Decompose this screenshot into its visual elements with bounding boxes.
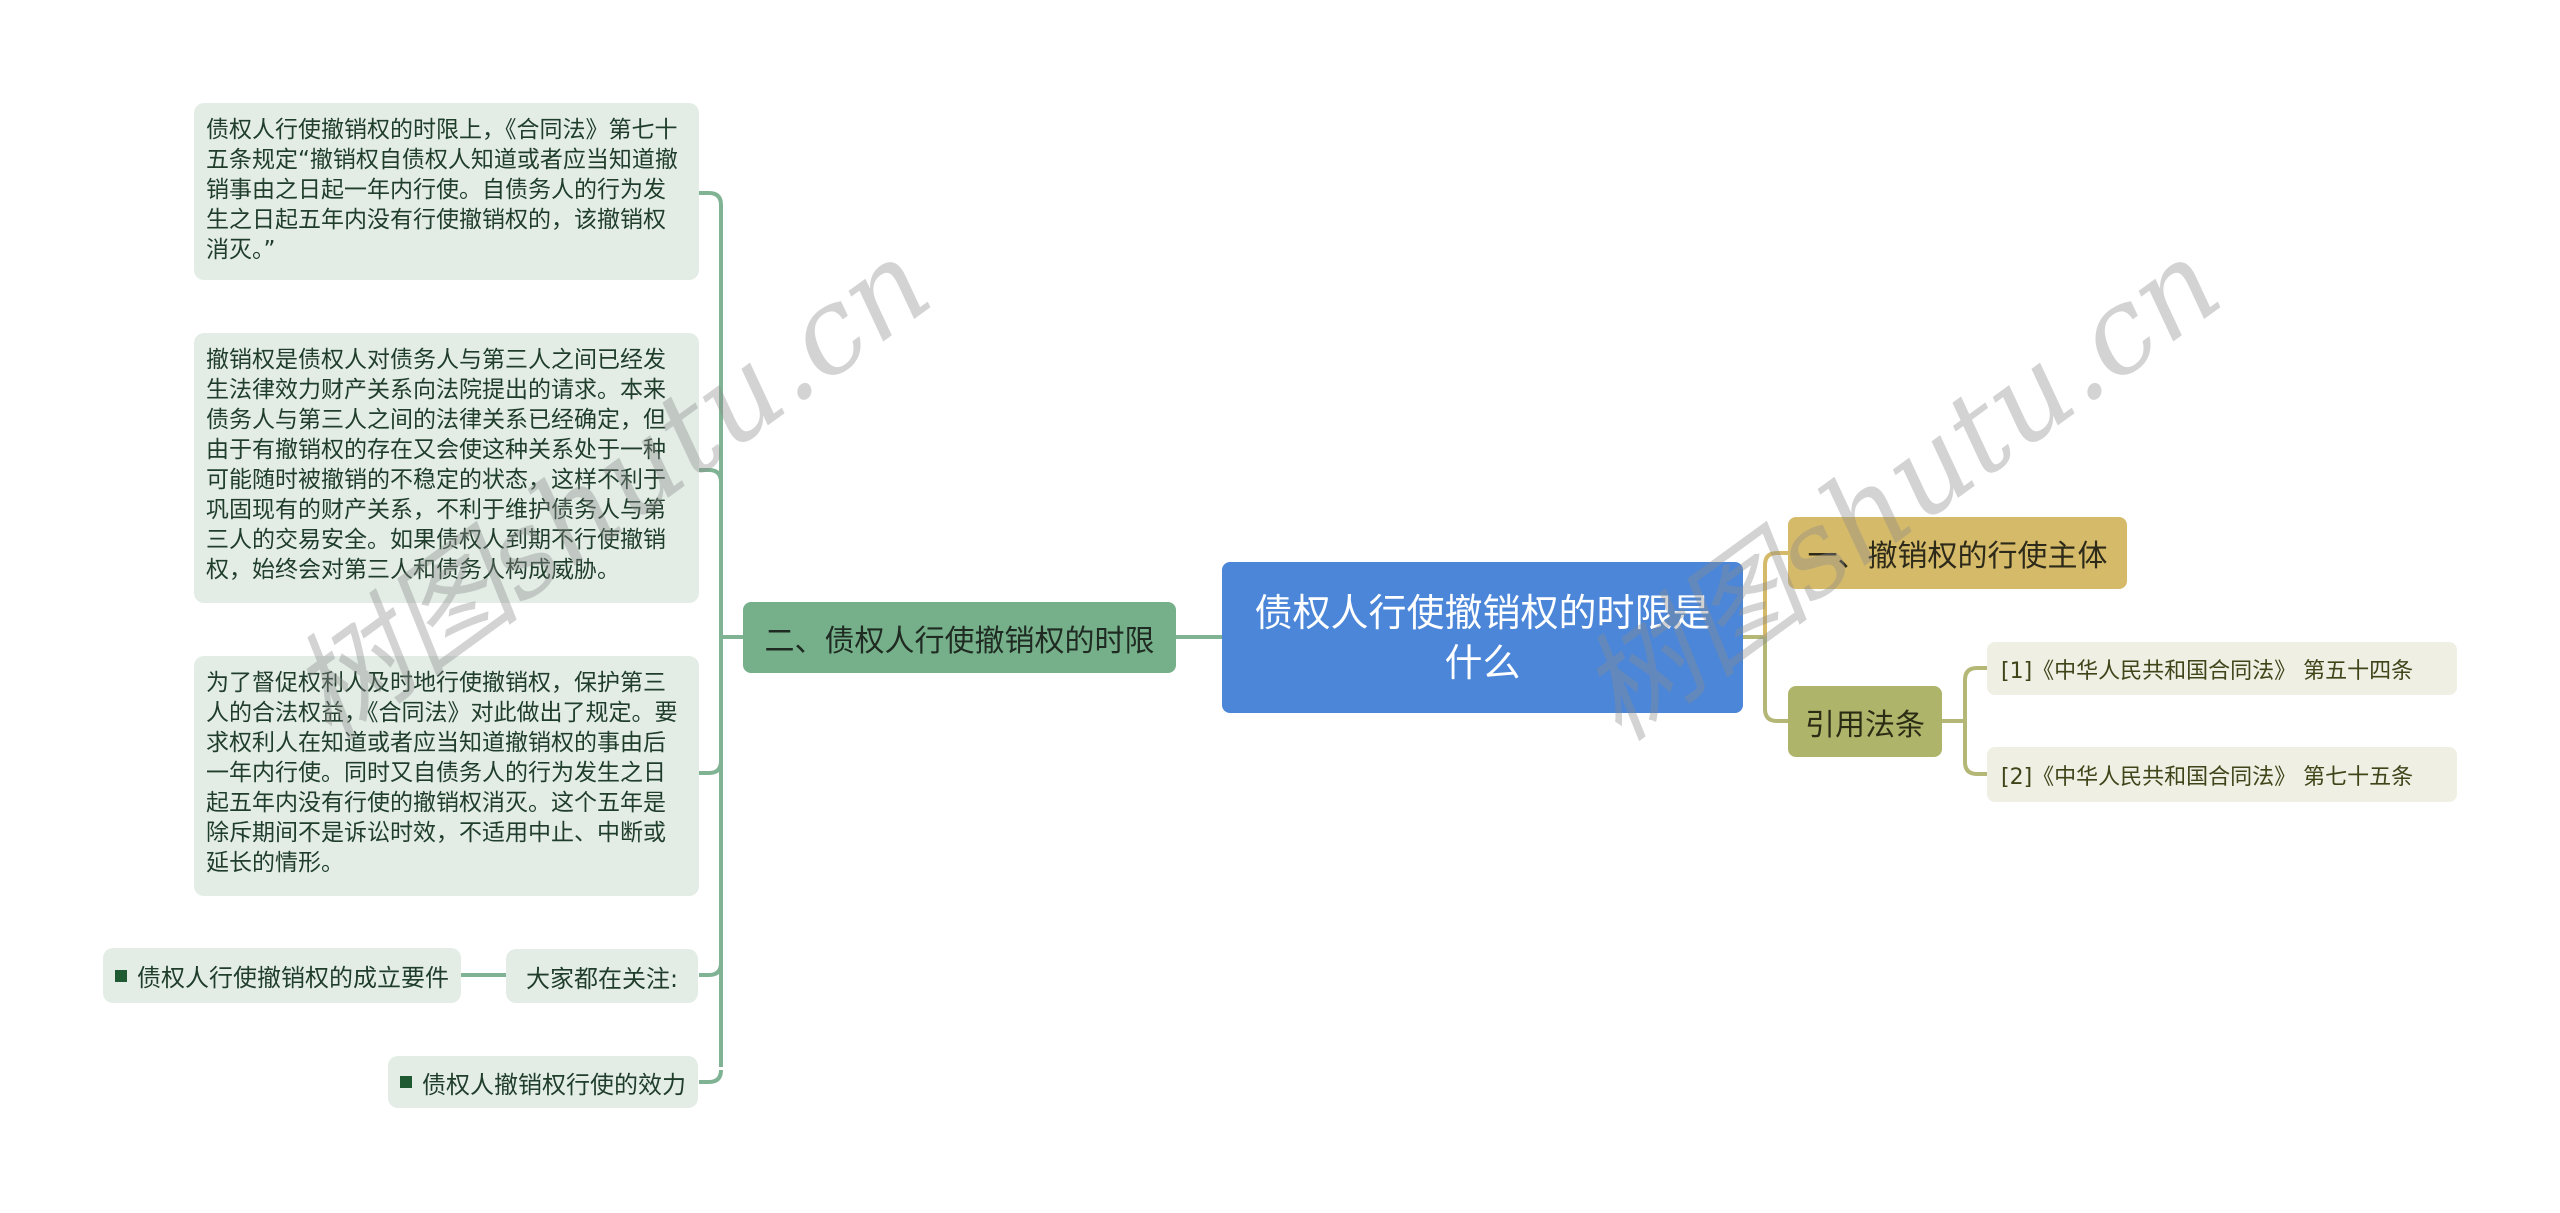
left-leaf-1[interactable]: 债权人行使撤销权的时限上，《合同法》第七十五条规定“撤销权自债权人知道或者应当知…	[194, 103, 699, 280]
left-leaf-1-text: 债权人行使撤销权的时限上，《合同法》第七十五条规定“撤销权自债权人知道或者应当知…	[206, 117, 678, 263]
related-link-text: 债权人行使撤销权的成立要件	[137, 964, 449, 992]
citation-item-2-text: [2]《中华人民共和国合同法》 第七十五条	[2001, 764, 2414, 790]
citations-branch-label: 引用法条	[1805, 707, 1925, 743]
left-leaf-3-text: 为了督促权利人及时地行使撤销权，保护第三人的合法权益，《合同法》对此做出了规定。…	[206, 670, 678, 876]
bullet-square-icon	[400, 1076, 412, 1088]
related-link-effect[interactable]: 债权人撤销权行使的效力	[388, 1056, 698, 1108]
citations-branch-node[interactable]: 引用法条	[1788, 686, 1942, 757]
citation-item-1[interactable]: [1]《中华人民共和国合同法》 第五十四条	[1987, 642, 2457, 695]
subject-branch-label: 一、撤销权的行使主体	[1807, 539, 2108, 574]
central-topic-title: 债权人行使撤销权的时限是什么	[1254, 590, 1711, 685]
central-topic[interactable]: 债权人行使撤销权的时限是什么	[1222, 562, 1743, 713]
left-leaf-2-text: 撤销权是债权人对债务人与第三人之间已经发生法律效力财产关系向法院提出的请求。本来…	[206, 347, 666, 583]
related-topics-text: 大家都在关注:	[525, 964, 679, 993]
left-branch-label: 二、债权人行使撤销权的时限	[764, 623, 1155, 659]
related-topics-label: 大家都在关注:	[506, 949, 698, 1003]
extra-link-text: 债权人撤销权行使的效力	[422, 1070, 686, 1099]
citation-item-2[interactable]: [2]《中华人民共和国合同法》 第七十五条	[1987, 747, 2457, 802]
citation-item-1-text: [1]《中华人民共和国合同法》 第五十四条	[2001, 658, 2414, 684]
subject-branch-node[interactable]: 一、撤销权的行使主体	[1788, 517, 2127, 589]
related-link-establishment[interactable]: 债权人行使撤销权的成立要件	[103, 948, 461, 1003]
left-leaf-3[interactable]: 为了督促权利人及时地行使撤销权，保护第三人的合法权益，《合同法》对此做出了规定。…	[194, 656, 699, 896]
left-leaf-2[interactable]: 撤销权是债权人对债务人与第三人之间已经发生法律效力财产关系向法院提出的请求。本来…	[194, 333, 699, 603]
bullet-square-icon	[115, 969, 127, 982]
left-branch-node[interactable]: 二、债权人行使撤销权的时限	[743, 602, 1176, 673]
